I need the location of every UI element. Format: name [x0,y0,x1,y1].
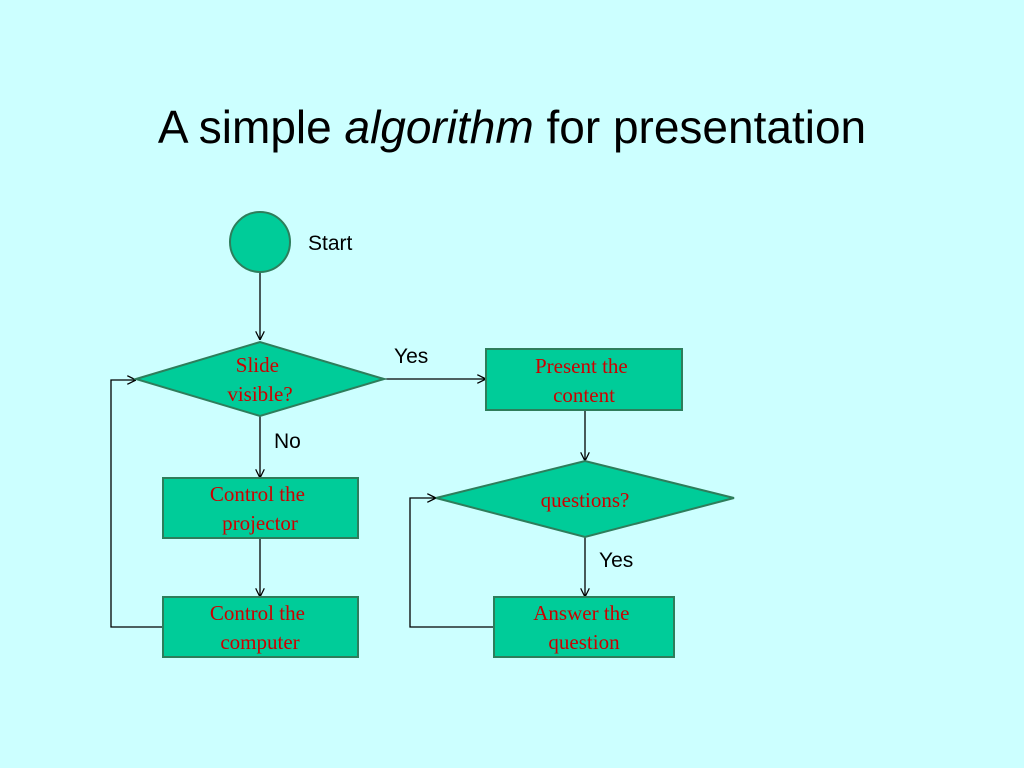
present-content-box [485,348,683,411]
control-computer-box [162,596,359,658]
control-projector-label: Control the projector [210,482,310,535]
questions-decision [435,459,735,539]
questions-label: questions? [541,488,630,512]
answer-question-label: Answer the question [533,601,634,654]
edge-loop-back-to-questions [409,498,494,628]
control-projector-line-2: projector [222,511,298,535]
answer-question-line-1: Answer the [533,601,629,625]
slide-visible-decision [132,340,388,418]
slide-visible-label: Slide visible? [227,353,292,406]
control-projector-box [162,477,359,539]
present-content-label: Present the content [535,354,633,407]
slide-visible-line-1: Slide [236,353,279,377]
edge-label-yes-present: Yes [394,345,428,368]
answer-question-line-2: question [548,630,620,654]
present-content-line-1: Present the [535,354,628,378]
edge-label-yes-answer: Yes [599,549,633,572]
slide-title: A simple algorithm for presentation [0,100,1024,155]
control-computer-label: Control the computer [210,601,310,654]
slide-visible-line-2: visible? [227,382,292,406]
title-prefix: A simple [157,101,345,153]
title-emphasis: algorithm [344,101,534,153]
answer-question-box [493,596,675,658]
control-computer-line-1: Control the [210,601,305,625]
edge-loop-back-to-slide-visible [110,380,163,628]
present-content-line-2: content [553,383,615,407]
edge-label-no-projector: No [274,430,301,453]
control-computer-line-2: computer [220,630,299,654]
control-projector-line-1: Control the [210,482,305,506]
start-label: Start [308,232,353,255]
title-suffix: for presentation [533,101,867,153]
start-node [229,211,291,273]
